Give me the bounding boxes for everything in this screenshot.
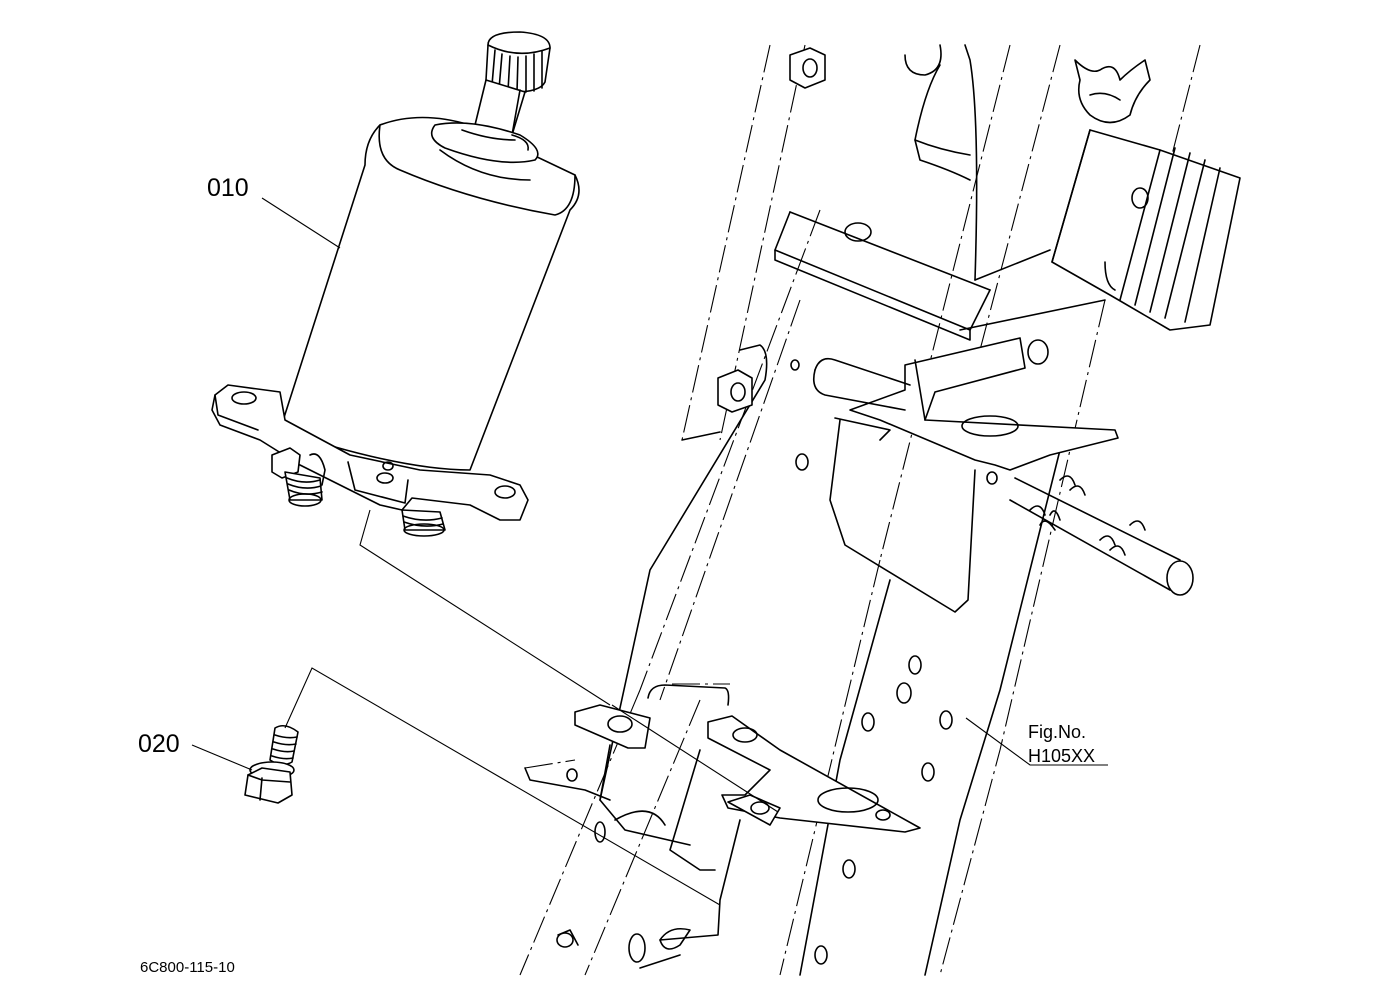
- leader-020: [191, 744, 253, 771]
- figure-caption-line2: H105XX: [1028, 746, 1095, 766]
- motor-part-010[interactable]: [211, 31, 580, 537]
- bolt-part-020[interactable]: [244, 724, 299, 804]
- figure-caption-line1: Fig.No.: [1028, 722, 1086, 742]
- leader-010: [261, 197, 341, 249]
- assembly-line-motor: [359, 509, 611, 706]
- callout-020: 020: [138, 730, 180, 758]
- assembly-line-bolt: [284, 667, 721, 906]
- assembly-line-motor-2: [611, 704, 779, 813]
- square-nut-lower: [717, 369, 753, 413]
- port-fitting-right: [401, 509, 446, 537]
- plate-holes: [790, 359, 953, 965]
- leader-fig: [965, 717, 1108, 766]
- leader-lines: [191, 197, 1108, 906]
- drawing-code: 6C800-115-10: [140, 959, 235, 976]
- frame-assembly: [519, 44, 1241, 976]
- shim-block: [1051, 129, 1241, 331]
- callout-010: 010: [207, 174, 249, 202]
- square-nut-upper: [789, 47, 826, 89]
- shaft-bracket: [812, 337, 1194, 613]
- motor-mount-bracket: [524, 683, 921, 969]
- port-fitting-left: [271, 447, 323, 507]
